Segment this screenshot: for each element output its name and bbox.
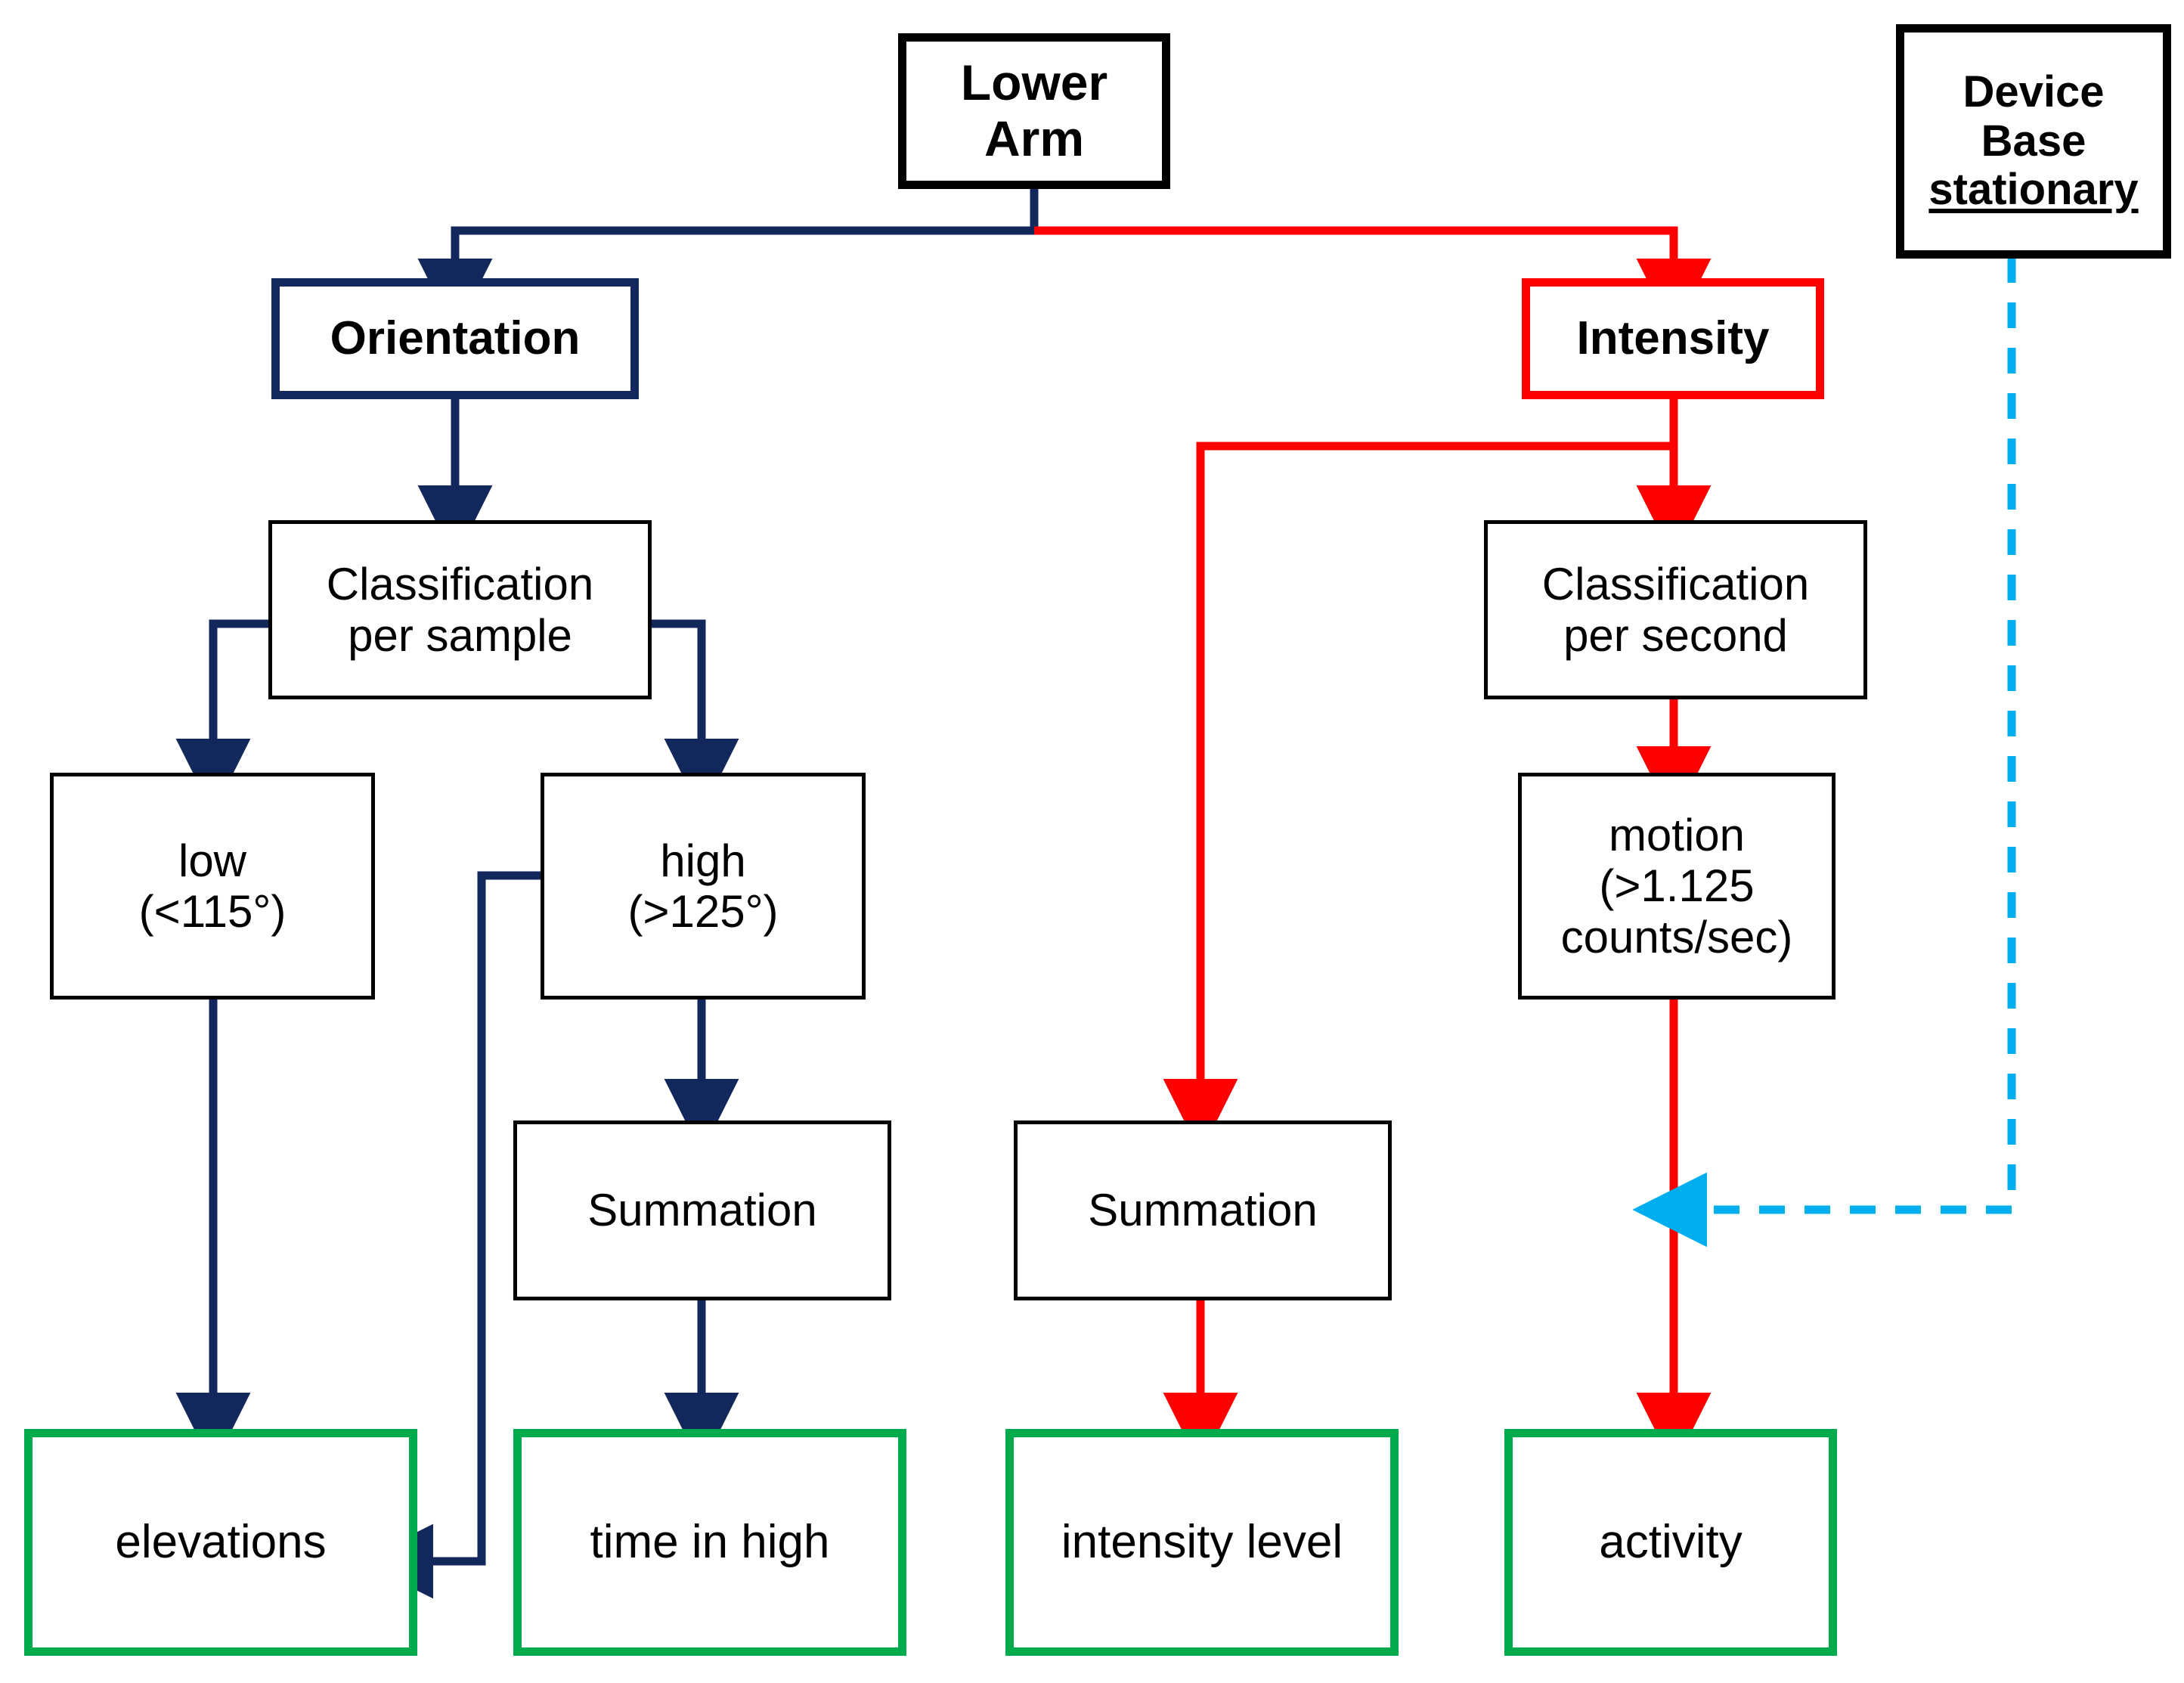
node-device-base[interactable]: Device Base stationary [1896,24,2171,259]
edge-lowerarm-to-intensity [1034,226,1712,333]
node-high[interactable]: high (>125°) [541,773,866,1000]
node-intensity-level[interactable]: intensity level [1005,1429,1399,1656]
device-base-line-2: Base [1981,116,2086,166]
edge-classification-to-high [652,619,739,814]
node-elevations[interactable]: elevations [24,1429,417,1656]
node-time-in-high[interactable]: time in high [513,1429,906,1656]
node-classification-per-sample[interactable]: Classification per sample [268,520,652,699]
edge-classification-to-low [175,619,268,814]
node-motion[interactable]: motion (>1.125 counts/sec) [1518,773,1835,1000]
node-classification-per-second[interactable]: Classification per second [1484,520,1867,699]
node-lower-arm[interactable]: Lower Arm [898,33,1170,189]
edge-device-base-dashed [1632,257,2016,1248]
node-activity[interactable]: activity [1504,1429,1837,1656]
node-summation-left[interactable]: Summation [513,1120,891,1300]
node-summation-right[interactable]: Summation [1014,1120,1392,1300]
device-base-line-1: Device [1963,67,2105,116]
edge-lowerarm-to-orientation [417,226,1034,333]
node-intensity[interactable]: Intensity [1522,278,1824,399]
node-orientation[interactable]: Orientation [271,278,639,399]
device-base-line-3: stationary [1928,165,2139,215]
node-low[interactable]: low (<115°) [50,773,375,1000]
